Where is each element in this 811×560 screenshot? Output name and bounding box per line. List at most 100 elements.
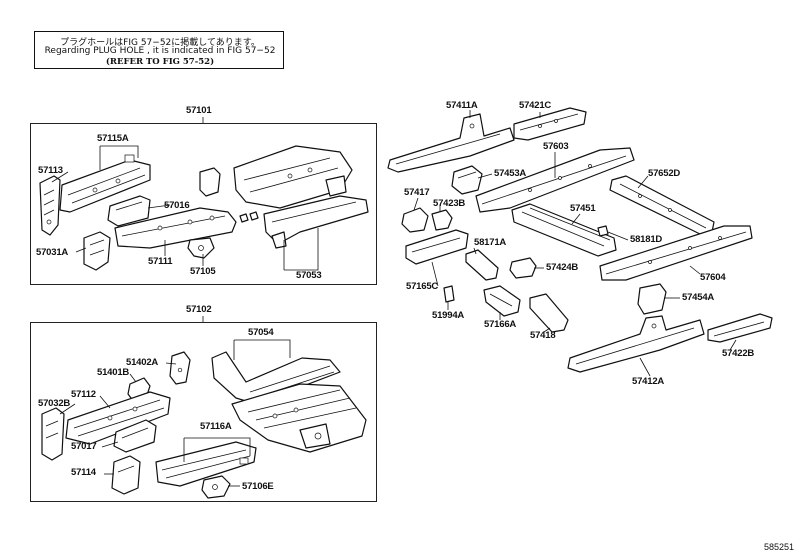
part-57115A	[59, 154, 151, 213]
label-57411A: 57411A	[446, 100, 478, 111]
part-57017	[113, 419, 157, 453]
part-58181D	[597, 225, 609, 237]
leader-57165C	[431, 261, 439, 287]
part-57112	[65, 391, 171, 445]
part-51402A	[169, 351, 191, 385]
part-57166A	[483, 285, 521, 317]
leader-57652D	[637, 175, 649, 189]
leader-58171A	[473, 247, 477, 255]
label-51402A: 51402A	[126, 357, 159, 368]
label-57418: 57418	[530, 330, 556, 341]
part-57165C-member	[405, 229, 469, 265]
label-57412A: 57412A	[632, 376, 665, 387]
label-57053: 57053	[296, 270, 322, 281]
part-57454A	[637, 283, 667, 315]
label-51994A: 51994A	[432, 310, 465, 321]
label-57603: 57603	[543, 141, 569, 152]
part-57053	[263, 195, 369, 249]
group-frame-upper	[30, 123, 377, 285]
figure-id: 585251	[764, 542, 795, 552]
part-small-bracket	[199, 167, 221, 197]
label-57017: 57017	[71, 441, 97, 452]
label-57652D: 57652D	[648, 168, 681, 179]
note-japanese-line: プラグホールはFIG 57−52に掲載してあります。	[60, 38, 260, 48]
leader-57115A	[99, 145, 139, 170]
part-51994A	[443, 285, 455, 303]
leader-57422B	[729, 339, 737, 351]
leader-57054	[233, 339, 291, 360]
label-57113: 57113	[38, 165, 63, 176]
part-57106E	[201, 475, 231, 499]
part-57105	[187, 237, 215, 259]
label-57102: 57102	[186, 304, 212, 315]
part-floor-panel	[231, 383, 367, 453]
fastener-pair	[239, 211, 259, 223]
leader-57031A	[75, 247, 87, 253]
leader-57112	[99, 395, 111, 409]
label-57106E: 57106E	[242, 481, 274, 492]
part-57116A	[155, 441, 257, 487]
part-57604	[599, 225, 753, 281]
part-57423B	[431, 209, 453, 231]
label-57114: 57114	[71, 467, 96, 478]
leader-57418	[543, 327, 551, 333]
part-57111	[114, 207, 237, 249]
leader-57016	[147, 204, 171, 209]
label-57423B: 57423B	[433, 198, 466, 209]
leader-57451	[571, 213, 581, 225]
label-57422B: 57422B	[722, 348, 755, 359]
plug-hole-note: プラグホールはFIG 57−52に掲載してあります。 Regarding PLU…	[34, 31, 284, 69]
part-57418	[529, 293, 569, 333]
leader-51401B	[129, 373, 137, 383]
label-57417: 57417	[404, 187, 430, 198]
leader-51402A	[165, 362, 177, 365]
note-english-line: Regarding PLUG HOLE , it is indicated in…	[44, 46, 276, 56]
label-57112: 57112	[71, 389, 96, 400]
part-57652D	[609, 175, 715, 235]
label-57165C: 57165C	[406, 281, 439, 292]
part-57113	[39, 175, 61, 236]
label-57016: 57016	[164, 200, 190, 211]
label-57116A: 57116A	[200, 421, 232, 432]
leader-57116A	[183, 437, 251, 462]
leader-57017	[101, 441, 119, 448]
label-58181D: 58181D	[630, 234, 663, 245]
part-57424B	[509, 257, 537, 279]
label-57451: 57451	[570, 203, 596, 214]
label-57105: 57105	[190, 266, 216, 277]
label-57031A: 57031A	[36, 247, 69, 258]
label-57453A: 57453A	[494, 168, 527, 179]
part-57421C	[513, 107, 587, 141]
group-frame-lower	[30, 322, 377, 502]
leader-58181D	[607, 231, 629, 241]
part-apron	[233, 145, 353, 209]
part-57114	[111, 455, 141, 495]
label-58171A: 58171A	[474, 237, 507, 248]
leader-57412A	[639, 357, 651, 377]
label-57111: 57111	[148, 256, 173, 267]
leader-57417	[413, 197, 419, 211]
part-57453A	[451, 165, 483, 195]
leader-57053	[283, 228, 319, 271]
label-57054: 57054	[248, 327, 274, 338]
part-57412A	[567, 315, 705, 373]
leader-57604	[689, 265, 701, 275]
leader-57453A	[477, 173, 493, 179]
part-58171A	[465, 249, 499, 281]
label-57101: 57101	[186, 105, 212, 116]
label-57115A: 57115A	[97, 133, 129, 144]
part-57417	[401, 207, 429, 233]
label-51401B: 51401B	[97, 367, 130, 378]
part-57032B	[41, 407, 65, 461]
leader-57032B	[59, 403, 76, 415]
label-57454A: 57454A	[682, 292, 715, 303]
part-57411A	[387, 113, 515, 173]
label-57421C: 57421C	[519, 100, 552, 111]
leader-57113	[51, 171, 69, 183]
part-57031A	[83, 231, 111, 271]
part-57422B	[707, 313, 773, 343]
label-57424B: 57424B	[546, 262, 579, 273]
note-refer-line: (REFER TO FIG 57-52)	[105, 57, 215, 67]
